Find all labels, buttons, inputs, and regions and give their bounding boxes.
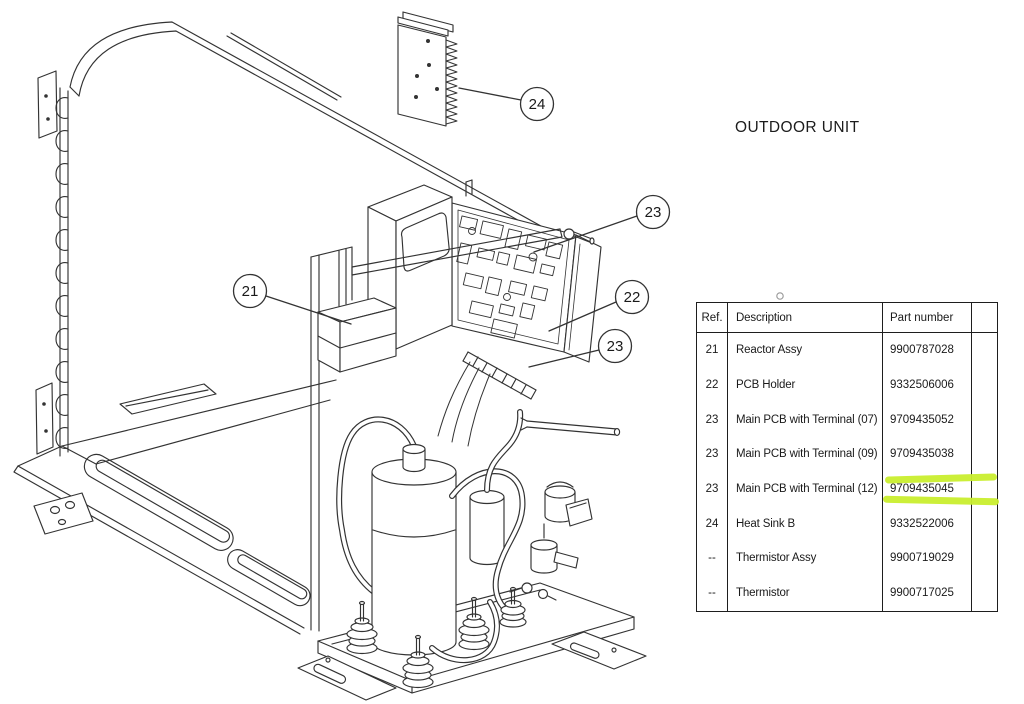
ref-cell: 21 [705,344,719,357]
description-cell: Heat Sink B [727,506,883,542]
table-row: -- Thermistor 9900717025 [697,575,998,611]
heat-sink [397,11,458,127]
empty-cell [971,437,998,472]
accumulator [469,489,505,566]
description-cell: Thermistor Assy [727,541,883,576]
table-row: -- Thermistor Assy 9900719029 [697,541,998,576]
cover-window [400,212,450,272]
table-row: 23 Main PCB with Terminal (09) 970943503… [697,437,998,472]
description-cell: Reactor Assy [727,332,883,368]
empty-cell [971,332,998,368]
compressor [371,443,457,656]
description-cell: Thermistor [727,575,883,611]
part-number-cell: 9709435045 [882,471,972,507]
rubber-mount [402,634,434,689]
rubber-mount [346,600,378,655]
pcb-components [456,215,564,339]
part-number-value: 9709435038 [890,448,954,461]
table-row: 23 Main PCB with Terminal (07) 970943505… [697,402,998,438]
ref-cell: -- [708,587,716,600]
part-number-cell: 9709435052 [882,402,972,438]
rubber-mount [458,596,490,651]
page-title: OUTDOOR UNIT [735,119,860,136]
description-cell: Main PCB with Terminal (07) [727,402,883,438]
callouts: 21 22 23 23 24 [232,86,671,368]
ref-header: Ref. [696,302,728,333]
empty-header [971,302,998,333]
leader-line-21 [265,295,352,325]
support-rod [520,417,621,436]
rubber-mount [499,586,527,628]
terminal-strip [437,351,537,447]
registration-dot [776,292,784,300]
part-number-value: 9332522006 [890,517,954,530]
refrigerant-pipes-rear [336,416,417,595]
part-number-value: 9900787028 [890,344,954,357]
empty-cell [971,402,998,438]
callout-bubble-24 [519,86,555,122]
callout-label-22: 22 [624,289,641,306]
callout-bubble-23-top [635,194,671,230]
part-number-cell: 9900787028 [882,332,972,368]
callout-label-23-top: 23 [645,204,662,221]
ref-cell: 24 [705,517,719,530]
part-number-cell: 9332506006 [882,367,972,403]
callout-label-21: 21 [242,283,259,300]
table-row: 23 Main PCB with Terminal (12) 970943504… [697,471,998,507]
table-row: 22 PCB Holder 9332506006 [697,367,998,403]
callout-bubble-21 [232,273,268,309]
part-number-value: 9709435052 [890,413,954,426]
ref-cell: 23 [705,448,719,461]
callout-bubble-23-bottom [597,328,633,364]
empty-cell [971,541,998,576]
pcb-assembly [351,179,602,447]
part-number-value: 9332506006 [890,379,954,392]
parts-table-container: Ref. Description Part number 21 Reactor … [696,302,998,612]
leader-line-24 [458,87,522,101]
reactor-assy [317,297,397,373]
refrigerant-pipes-front [429,409,526,663]
part-number-header: Part number [882,302,972,333]
ref-cell: 23 [705,483,719,496]
description-cell: Main PCB with Terminal (09) [727,437,883,472]
ref-cell: -- [708,552,716,565]
part-number-cell: 9709435038 [882,437,972,472]
coil-side-rail [35,70,69,457]
table-row: 24 Heat Sink B 9332522006 [697,506,998,542]
parts-table: Ref. Description Part number 21 Reactor … [696,302,998,612]
part-number-cell: 9900719029 [882,541,972,576]
part-number-value: 9709435045 [890,483,954,496]
ref-cell: 22 [705,379,719,392]
description-header: Description [727,302,883,333]
callout-bubble-22 [614,279,650,315]
description-cell: PCB Holder [727,367,883,403]
callout-label-23-bottom: 23 [607,338,624,355]
description-cell: Main PCB with Terminal (12) [727,471,883,507]
part-number-cell: 9332522006 [882,506,972,542]
empty-cell [971,367,998,403]
table-header-row: Ref. Description Part number [696,302,998,333]
leader-line-23-bottom [528,349,600,368]
part-number-cell: 9900717025 [882,575,972,611]
empty-cell [971,575,998,611]
leader-line-22 [548,301,617,332]
leader-line-23-top [533,215,638,253]
table-row: 21 Reactor Assy 9900787028 [697,332,998,368]
callout-label-24: 24 [529,96,546,113]
part-number-value: 9900717025 [890,587,954,600]
ref-cell: 23 [705,413,719,426]
service-valves [509,481,593,601]
part-number-value: 9900719029 [890,552,954,565]
base-pan [13,379,337,635]
empty-cell [971,506,998,542]
rubber-mounts [346,586,527,689]
